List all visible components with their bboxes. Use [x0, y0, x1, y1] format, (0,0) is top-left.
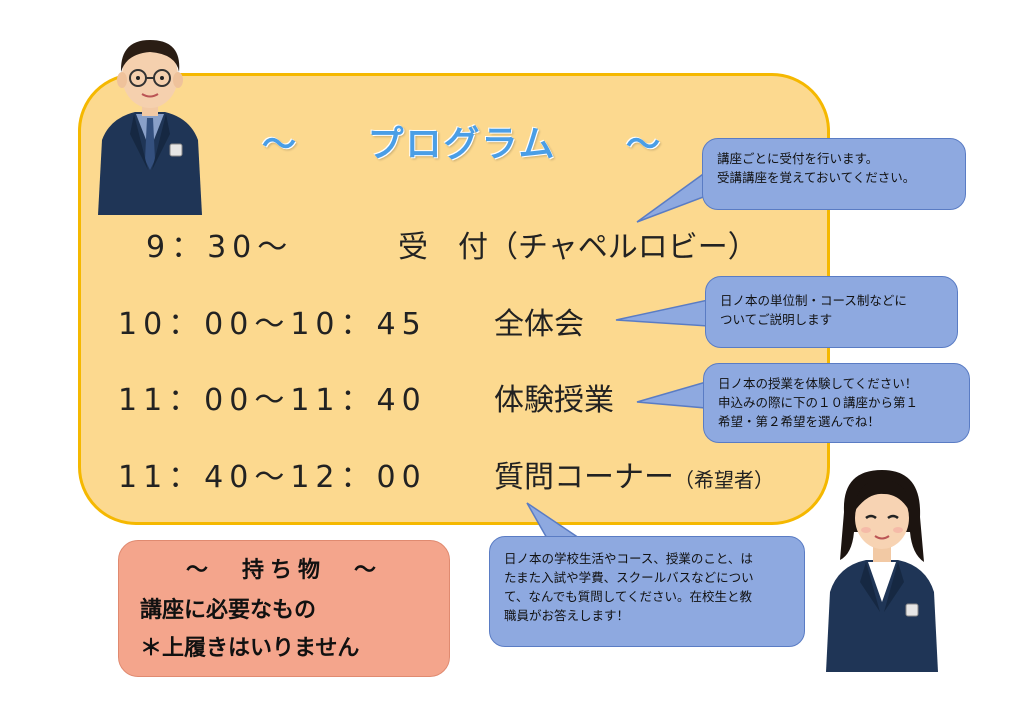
student-illustration — [826, 470, 938, 672]
schedule-activity-3: 体験授業 — [494, 383, 614, 418]
belongings-item-2: ＊上履きはいりません — [140, 636, 360, 661]
schedule-time-2: 10：00～10：45 — [118, 307, 427, 342]
callout-reception-text: 講座ごとに受付を行います。 受講講座を覚えておいてください。 — [717, 151, 916, 185]
callout-qa: 日ノ本の学校生活やコース、授業のこと、は たまた入試や学費、スクールバスなどにつ… — [489, 536, 805, 647]
belongings-title: ～ 持ち物 ～ — [185, 558, 382, 583]
schedule-time-1: 9：30～ — [146, 230, 294, 265]
schedule-activity-1: 受 付（チャペルロビー） — [398, 230, 758, 265]
tail-qa — [526, 502, 585, 541]
belongings-box — [118, 540, 450, 677]
callout-qa-text: 日ノ本の学校生活やコース、授業のこと、は たまた入試や学費、スクールバスなどにつ… — [504, 551, 754, 623]
callout-general-text: 日ノ本の単位制・コース制などに ついてご説明します — [720, 293, 907, 327]
title-tilde-left: ～ — [262, 124, 298, 165]
program-title: ～ プログラム ～ — [262, 113, 662, 169]
tail-reception — [636, 170, 707, 223]
title-tilde-right: ～ — [625, 124, 662, 165]
belongings-item-1: 講座に必要なもの — [140, 598, 317, 623]
callout-trial: 日ノ本の授業を体験してください！ 申込みの際に下の１０講座から第１ 希望・第２希… — [703, 363, 970, 443]
schedule-activity-4-note: （希望者） — [674, 468, 774, 492]
title-text: プログラム — [367, 124, 557, 165]
callout-general: 日ノ本の単位制・コース制などに ついてご説明します — [705, 276, 958, 348]
schedule-time-4: 11：40～12：00 — [118, 460, 427, 495]
teacher-illustration — [98, 40, 202, 215]
schedule-time-3: 11：00～11：40 — [118, 383, 427, 418]
callout-trial-text: 日ノ本の授業を体験してください！ 申込みの際に下の１０講座から第１ 希望・第２希… — [718, 376, 919, 429]
tail-general — [615, 299, 709, 327]
tail-trial — [636, 381, 707, 409]
schedule-activity-2: 全体会 — [494, 307, 584, 342]
schedule-activity-4-label: 質問コーナー — [494, 460, 674, 495]
callout-reception: 講座ごとに受付を行います。 受講講座を覚えておいてください。 — [702, 138, 966, 210]
schedule-activity-4: 質問コーナー（希望者） — [494, 458, 774, 500]
